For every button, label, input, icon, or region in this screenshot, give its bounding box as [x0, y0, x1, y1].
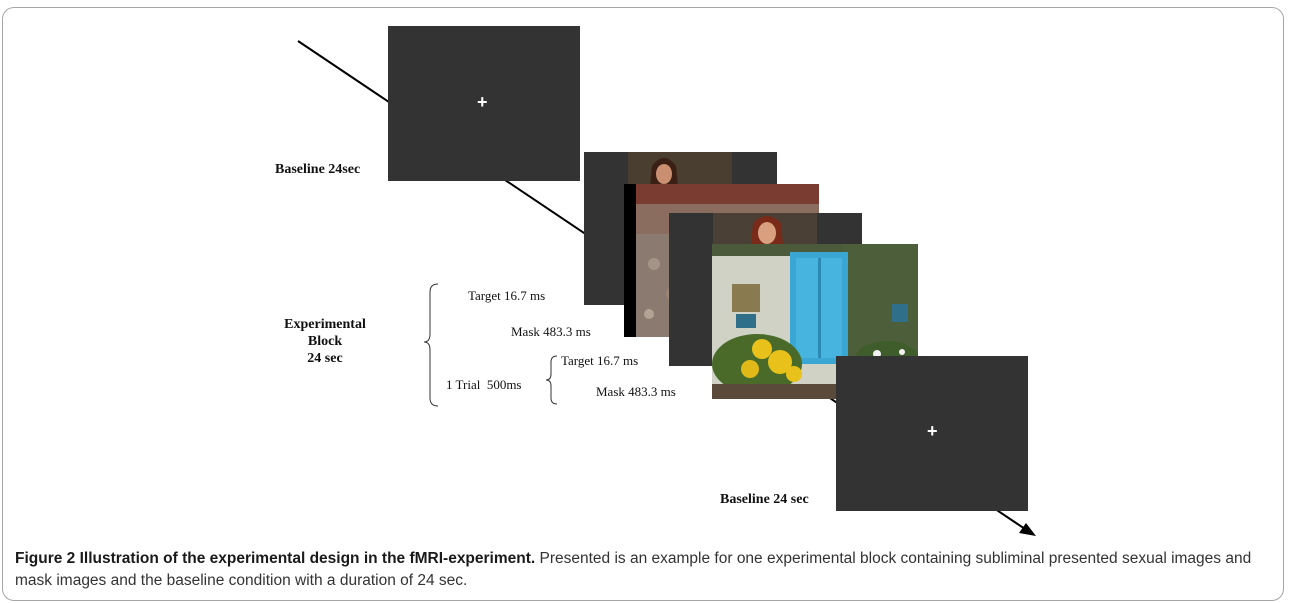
mask-2-label: Mask 483.3 ms	[596, 384, 676, 399]
target-1-label: Target 16.7 ms	[468, 288, 546, 303]
experimental-block-label: Experimental Block 24 sec	[280, 316, 370, 367]
baseline-start-screen: +	[388, 26, 580, 181]
baseline-end-screen: +	[836, 356, 1028, 511]
figure-caption: Figure 2 Illustration of the experimenta…	[15, 548, 1275, 592]
baseline-start-label: Baseline 24sec	[275, 162, 361, 177]
caption-text: Presented is an example for one experime…	[15, 550, 1252, 589]
caption-figure-number: Figure 2	[15, 550, 76, 567]
baseline-end-label: Baseline 24 sec	[720, 492, 809, 507]
caption-title: Illustration of the experimental design …	[79, 550, 536, 567]
experimental-block-line-3: 24 sec	[307, 351, 343, 366]
fixation-cross: +	[477, 92, 488, 112]
mask-1-label: Mask 483.3 ms	[511, 324, 591, 339]
trial-label: 1 Trial 500ms	[446, 377, 522, 392]
experimental-block-line-1: Experimental	[284, 317, 366, 332]
experimental-block-line-2: Block	[307, 334, 343, 349]
target-2-label: Target 16.7 ms	[561, 353, 639, 368]
fixation-cross: +	[927, 421, 938, 441]
